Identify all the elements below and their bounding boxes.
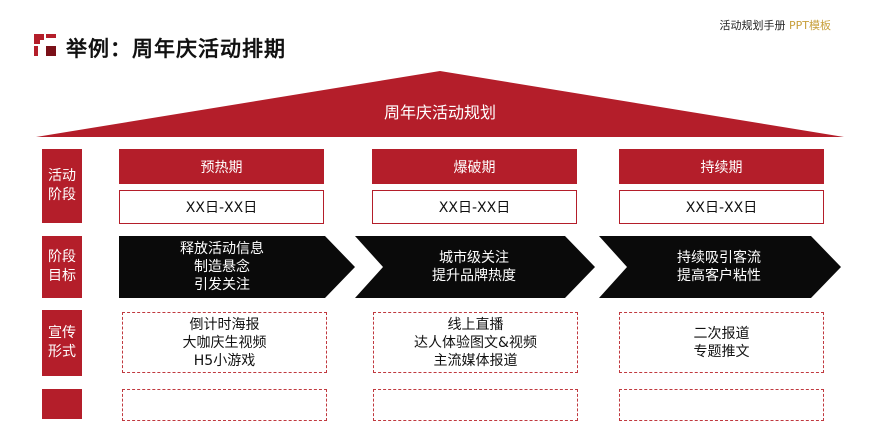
row-label-goal: 阶段 目标 xyxy=(42,236,82,298)
row-label-line: 阶段 xyxy=(48,249,76,265)
phase-date-burst: XX日-XX日 xyxy=(372,190,577,224)
phase-date-warmup: XX日-XX日 xyxy=(119,190,324,224)
goal-line: 制造悬念 xyxy=(194,259,250,275)
row-label-promo: 宣传 形式 xyxy=(42,310,82,376)
row-label-line: 阶段 xyxy=(48,187,76,203)
goal-line: 持续吸引客流 xyxy=(677,250,761,266)
brand-main-text: 活动规划手册 xyxy=(719,19,789,32)
goal-line: 引发关注 xyxy=(194,277,250,293)
extra-box-warmup xyxy=(122,389,327,421)
promo-line: 二次报道 xyxy=(693,325,750,342)
promo-line: 主流媒体报道 xyxy=(433,352,518,369)
extra-box-sustain xyxy=(619,389,824,421)
goal-arrow-warmup: 释放活动信息 制造悬念 引发关注 xyxy=(119,236,355,298)
phase-header-warmup: 预热期 xyxy=(119,149,324,184)
goal-line: 释放活动信息 xyxy=(180,241,264,257)
row-label-phase: 活动 阶段 xyxy=(42,149,82,223)
brand-ppt-text: PPT模板 xyxy=(789,19,831,32)
roof-label: 周年庆活动规划 xyxy=(383,103,496,122)
goal-line: 提升品牌热度 xyxy=(432,268,516,284)
goal-arrow-sustain: 持续吸引客流 提高客户粘性 xyxy=(599,236,841,298)
promo-line: 达人体验图文&视频 xyxy=(414,334,537,351)
row-label-extra xyxy=(42,389,82,419)
promo-line: 线上直播 xyxy=(447,316,504,333)
goal-arrow-burst: 城市级关注 提升品牌热度 xyxy=(355,236,595,298)
logo-icon xyxy=(34,34,56,56)
phase-header-sustain: 持续期 xyxy=(619,149,824,184)
promo-line: 专题推文 xyxy=(693,343,750,360)
row-label-line: 宣传 xyxy=(48,325,76,341)
row-label-line: 活动 xyxy=(48,168,76,184)
phase-date-sustain: XX日-XX日 xyxy=(619,190,824,224)
page-title: 举例：周年庆活动排期 xyxy=(66,37,286,61)
goal-line: 提高客户粘性 xyxy=(677,268,761,284)
row-label-line: 形式 xyxy=(48,344,76,360)
row-label-line: 目标 xyxy=(48,268,76,284)
promo-line: 大咖庆生视频 xyxy=(182,334,267,351)
phase-header-burst: 爆破期 xyxy=(372,149,577,184)
goal-line: 城市级关注 xyxy=(439,250,509,266)
extra-box-burst xyxy=(373,389,578,421)
promo-box-burst: 线上直播 达人体验图文&视频 主流媒体报道 xyxy=(373,312,578,373)
promo-box-warmup: 倒计时海报 大咖庆生视频 H5小游戏 xyxy=(122,312,327,373)
brand-label: 活动规划手册 PPT模板 xyxy=(720,17,832,33)
promo-box-sustain: 二次报道 专题推文 xyxy=(619,312,824,373)
promo-line: H5小游戏 xyxy=(193,352,256,369)
roof-banner xyxy=(36,71,844,137)
promo-line: 倒计时海报 xyxy=(189,316,260,333)
